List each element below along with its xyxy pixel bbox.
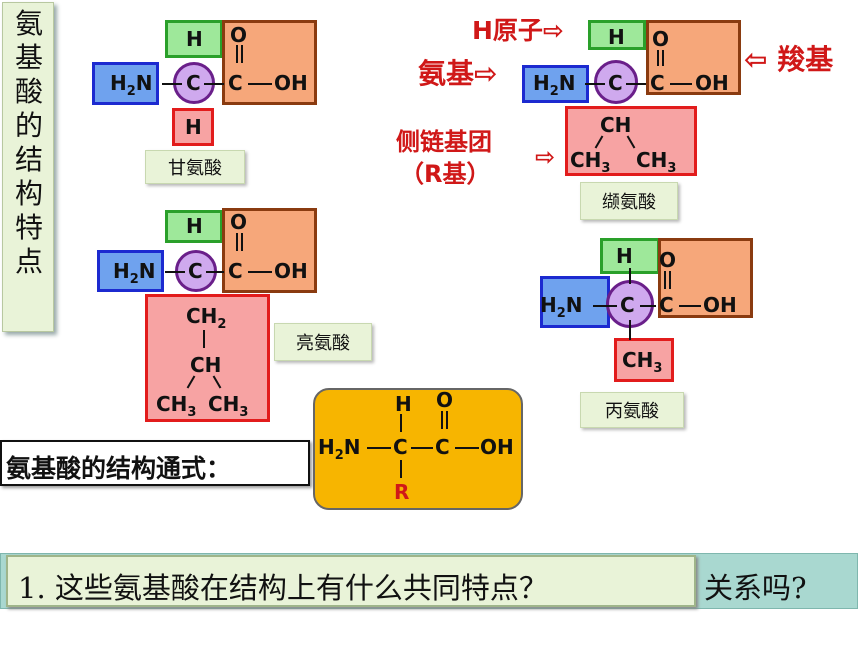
atom-h: H	[186, 27, 203, 51]
atom-c-alpha: C	[186, 71, 201, 95]
side-chain-ch3-left: CH3	[570, 148, 611, 176]
atom-c-alpha: C	[188, 259, 203, 283]
amino-group: H2N	[318, 435, 361, 463]
alanine-label: 丙氨酸	[580, 392, 684, 428]
atom-oh: OH	[703, 293, 737, 317]
valine-label: 缬氨酸	[580, 182, 678, 220]
general-formula-label-box	[0, 440, 310, 486]
atom-o: O	[230, 210, 248, 234]
amino-group: H2N	[540, 293, 583, 321]
alpha-carbon-circle	[594, 60, 638, 104]
atom-c-carboxyl: C	[435, 435, 450, 459]
amino-group: H2N	[533, 71, 576, 99]
question-bar-front	[6, 555, 696, 607]
side-chain-ch3-right: CH3	[208, 392, 249, 420]
question-text: 1. 这些氨基酸在结构上有什么共同特点？	[18, 571, 548, 605]
atom-h-r: H	[185, 115, 202, 139]
h-box	[165, 210, 223, 243]
atom-c-carboxyl: C	[650, 71, 665, 95]
vertical-title-panel: 氨基酸的结构特点	[2, 2, 54, 332]
amino-group: H2N	[113, 259, 156, 287]
amino-group: H2N	[110, 71, 153, 99]
annotation-side-arrow: ⇨	[535, 143, 556, 171]
atom-o: O	[652, 27, 670, 51]
atom-o: O	[659, 248, 677, 272]
r-box	[145, 294, 270, 422]
amino-box	[97, 250, 164, 292]
glycine-label: 甘氨酸	[145, 150, 245, 184]
atom-oh: OH	[480, 435, 514, 459]
atom-c-carboxyl: C	[228, 71, 243, 95]
h-box	[588, 20, 646, 50]
annotation-r-group: （R基）	[400, 160, 491, 188]
atom-r: R	[394, 480, 410, 504]
general-formula-label: 氨基酸的结构通式：	[6, 454, 232, 483]
atom-c-alpha: C	[608, 71, 623, 95]
vertical-title: 氨基酸的结构特点	[14, 7, 43, 278]
h-box	[165, 20, 223, 58]
side-chain-ch3: CH3	[622, 348, 663, 376]
carboxyl-box	[658, 238, 753, 318]
atom-c-carboxyl: C	[228, 259, 243, 283]
atom-oh: OH	[274, 71, 308, 95]
side-chain-ch3-left: CH3	[156, 392, 197, 420]
atom-h: H	[608, 25, 625, 49]
atom-h: H	[395, 392, 412, 416]
annotation-amino: 氨基⇨	[418, 57, 498, 90]
atom-oh: OH	[274, 259, 308, 283]
atom-o: O	[230, 23, 248, 47]
atom-c-alpha: C	[620, 293, 635, 317]
side-chain-ch3-right: CH3	[636, 148, 677, 176]
side-chain-ch: CH	[190, 353, 222, 377]
atom-h: H	[186, 214, 203, 238]
question-overflow-text: 关系吗?	[704, 571, 807, 605]
amino-box	[522, 65, 589, 103]
annotation-carboxyl: ⇦ 羧基	[744, 43, 834, 76]
leucine-label: 亮氨酸	[274, 323, 372, 361]
atom-oh: OH	[695, 71, 729, 95]
atom-c-alpha: C	[393, 435, 408, 459]
annotation-side-chain: 侧链基团	[396, 128, 492, 156]
amino-box	[92, 62, 159, 105]
annotation-h-atom: H原子⇨	[472, 16, 564, 45]
r-box	[172, 108, 214, 146]
side-chain-ch2: CH2	[186, 304, 227, 332]
atom-c-carboxyl: C	[659, 293, 674, 317]
general-formula-box	[313, 388, 523, 510]
atom-o: O	[436, 388, 454, 412]
atom-h: H	[616, 244, 633, 268]
carboxyl-box	[646, 20, 741, 95]
side-chain-ch: CH	[600, 113, 632, 137]
r-box	[614, 338, 674, 382]
